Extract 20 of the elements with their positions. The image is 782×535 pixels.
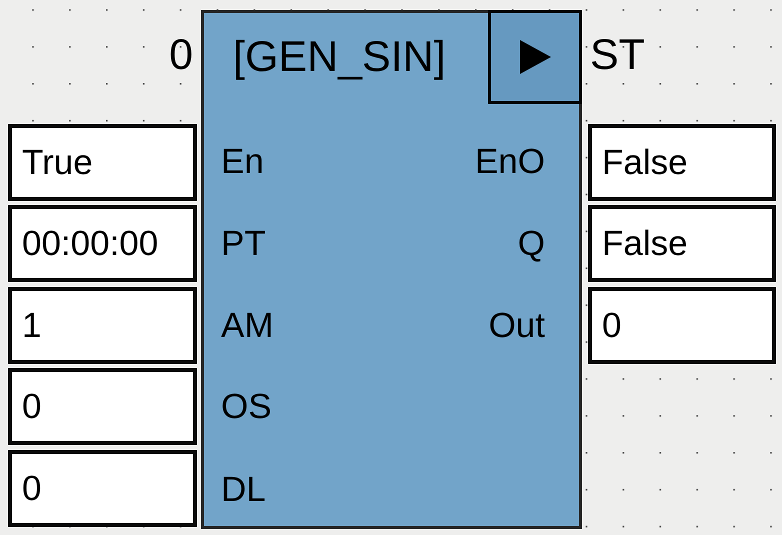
output-label: ST: [590, 30, 645, 80]
pin-label: En: [221, 142, 264, 182]
pin-label: AM: [221, 306, 274, 346]
block-title: [GEN_SIN]: [233, 32, 446, 82]
pin-label: EnO: [474, 142, 545, 182]
value-field: 0: [8, 450, 197, 527]
pin-label: Q: [518, 224, 545, 264]
pin-label: OS: [221, 387, 272, 427]
pin-label: Out: [488, 306, 545, 346]
pin-label: DL: [221, 470, 266, 510]
pin-label: PT: [221, 224, 266, 264]
function-block: [201, 10, 582, 529]
value-field: 0: [8, 368, 197, 445]
number-label: 0: [169, 30, 193, 80]
value-field: 00:00:00: [8, 205, 197, 282]
value-field: True: [8, 124, 197, 201]
value-field: 0: [588, 287, 776, 364]
value-field: False: [588, 124, 776, 201]
value-field: 1: [8, 287, 197, 364]
value-field: False: [588, 205, 776, 282]
